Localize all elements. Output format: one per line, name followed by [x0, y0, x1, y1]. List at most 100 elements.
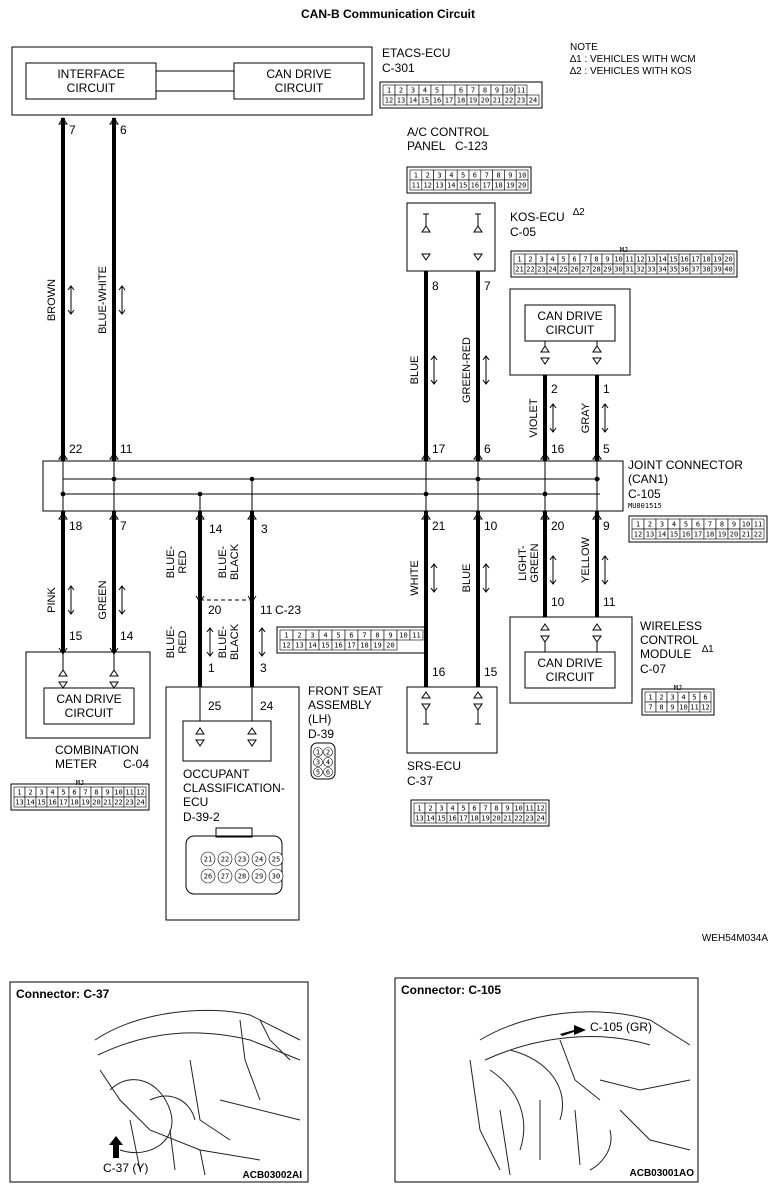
meter-left-color: PINK — [46, 587, 58, 613]
kos-pin-28: 28 — [592, 266, 600, 274]
kos-pin-2: 2 — [528, 256, 532, 264]
joint-pin-17: 17 — [694, 531, 702, 539]
ac-pin-13: 13 — [435, 182, 443, 190]
meter-connector-id: C-04 — [123, 757, 149, 771]
kos-pin-20: 20 — [724, 256, 732, 264]
kos-pin-14: 14 — [658, 256, 666, 264]
meter-pin-23: 23 — [125, 799, 133, 807]
ac-pin-1: 1 — [414, 172, 418, 180]
etacs-name: ETACS-ECU — [382, 46, 450, 60]
kos-pin-1: 1 — [517, 256, 521, 264]
meter-pin-2: 2 — [28, 789, 32, 797]
wcm-pin-12: 12 — [701, 704, 709, 712]
photo-c37-label: Connector: C-37 — [16, 987, 110, 1001]
seat-pin-1: 1 — [316, 749, 320, 757]
meter-pin-1: 1 — [17, 789, 21, 797]
meter-right-terminal-icon — [109, 669, 119, 689]
kos-pin-10: 10 — [614, 256, 622, 264]
meter-pin-4: 4 — [50, 789, 54, 797]
c23-pin-20: 20 — [386, 642, 394, 650]
kos-pin-18: 18 — [702, 256, 710, 264]
wcm-name-2: CONTROL — [640, 633, 699, 647]
occ-left-pin-mark-mid — [195, 595, 205, 603]
kos-pin-36: 36 — [680, 266, 688, 274]
kos-pin-22: 22 — [526, 266, 534, 274]
c23-pin-7: 7 — [362, 632, 366, 640]
meter-pin-cell — [134, 796, 147, 808]
occ-pin-29: 29 — [255, 873, 263, 881]
etacs-right-arrow — [118, 285, 126, 315]
srs-right-terminal-lead — [475, 710, 481, 725]
ac-pin-14: 14 — [447, 182, 455, 190]
front-seat-connector-id: D-39 — [308, 727, 334, 741]
wcm-pin-9: 9 — [670, 704, 674, 712]
kos-pin-4: 4 — [550, 256, 554, 264]
diagram-title: CAN-B Communication Circuit — [301, 7, 475, 21]
seat-pin-cell — [323, 747, 333, 757]
occ-right-pin-bottom: 24 — [260, 699, 274, 713]
srs-box — [406, 686, 498, 754]
joint-dot-bottom — [249, 476, 255, 482]
srs-pin-2: 2 — [428, 805, 432, 813]
c23-pin-cell — [409, 629, 424, 641]
ac-pin-5: 5 — [461, 172, 465, 180]
ac-panel-name-1: A/C CONTROL — [407, 125, 489, 139]
occ-left-color2-b: RED — [177, 630, 189, 653]
ac-pin-3: 3 — [437, 172, 441, 180]
occupant-circuit-box — [182, 720, 272, 762]
meter-pin-5: 5 — [61, 789, 65, 797]
etacs-right-pin-mark-joint — [109, 452, 119, 460]
kos-pin-13: 13 — [647, 256, 655, 264]
occ-left-pin-lower: 1 — [208, 661, 215, 675]
kos-pin-9: 9 — [605, 256, 609, 264]
occupant-name-3: ECU — [183, 795, 208, 809]
wcm-pin-4: 4 — [681, 694, 685, 702]
wcm-pin-6: 6 — [703, 694, 707, 702]
front-seat-name-3: (LH) — [308, 712, 331, 726]
wcm-name-3: MODULE — [640, 647, 691, 661]
c23-pin-15: 15 — [321, 642, 329, 650]
meter-pin-10: 10 — [114, 789, 122, 797]
etacs-pin-cell — [442, 84, 456, 96]
wcm-circuit-label-1: CAN DRIVE — [537, 656, 602, 670]
meter-left-pin-joint: 18 — [69, 519, 83, 533]
etacs-pin-cell — [526, 94, 540, 106]
occ-right-color2-b: BLACK — [229, 623, 241, 660]
wcm-left-arrow — [549, 555, 557, 585]
srs-pin-12: 12 — [536, 805, 544, 813]
meter-pin-14: 14 — [26, 799, 34, 807]
ac-pin-16: 16 — [471, 182, 479, 190]
photo-c105-label: Connector: C-105 — [401, 983, 501, 997]
occ-pin-cell — [217, 851, 233, 867]
kos-right-arrow — [601, 403, 609, 433]
etacs-pin-5: 5 — [435, 87, 439, 95]
srs-pin-21: 21 — [503, 815, 511, 823]
etacs-pin-6: 6 — [459, 87, 463, 95]
kos-left-pin-mark-joint — [540, 452, 550, 460]
c23-pin-5: 5 — [336, 632, 340, 640]
srs-pin-15: 15 — [437, 815, 445, 823]
meter-left-pin-mark-joint — [58, 512, 68, 520]
etacs-pin-15: 15 — [421, 97, 429, 105]
seat-pin-cell — [323, 767, 333, 777]
joint-pin-12: 12 — [634, 531, 642, 539]
kos-pin-3: 3 — [539, 256, 543, 264]
joint-pin-22: 22 — [754, 531, 762, 539]
meter-pin-15: 15 — [37, 799, 45, 807]
occ-pin-cell — [234, 868, 250, 884]
ac-pin-6: 6 — [473, 172, 477, 180]
joint-pin-9: 9 — [732, 521, 736, 529]
srs-pin-16: 16 — [448, 815, 456, 823]
etacs-pin-14: 14 — [409, 97, 417, 105]
kos-right-pin-mark-joint — [592, 452, 602, 460]
wcm-frame — [641, 688, 715, 716]
occ-right-color2-a: BLUE- — [217, 625, 229, 658]
c23-pin-11: 11 — [412, 632, 420, 640]
ac-pin-2: 2 — [426, 172, 430, 180]
occ-right-terminal-icon — [247, 727, 257, 747]
kos-pin-8: 8 — [594, 256, 598, 264]
wcm-pin-3: 3 — [670, 694, 674, 702]
srs-right-pin-joint: 10 — [484, 519, 498, 533]
kos-pin-12: 12 — [636, 256, 644, 264]
